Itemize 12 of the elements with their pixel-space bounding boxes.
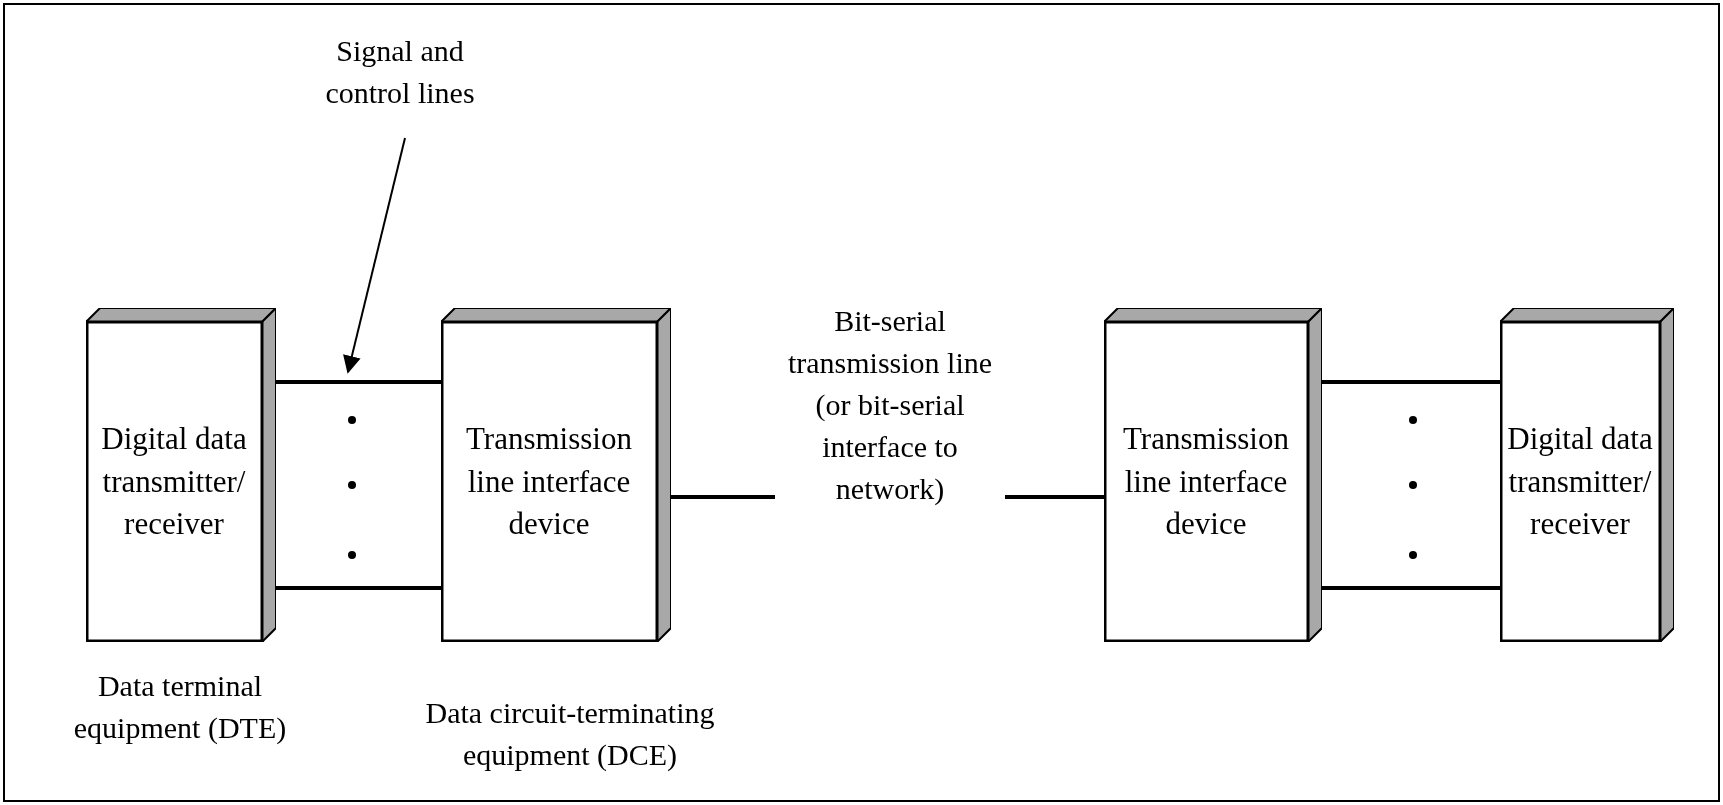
connector-line: [1322, 586, 1500, 590]
connector-line: [1322, 380, 1500, 384]
box-label: Digital data transmitter/ receiver: [100, 419, 248, 544]
caption-text: Data circuit-terminating equipment (DCE): [424, 695, 716, 773]
connector-line: [276, 380, 441, 384]
box-label: Transmission line interface device: [1122, 419, 1290, 544]
callout-text: Signal and control lines: [300, 30, 500, 114]
caption-text: Data terminal equipment (DTE): [72, 668, 288, 746]
box-label: Transmission line interface device: [465, 419, 633, 544]
leader-line: [343, 137, 406, 374]
connector-line: [276, 586, 441, 590]
box-label: Digital data transmitter/ receiver: [1506, 419, 1654, 544]
